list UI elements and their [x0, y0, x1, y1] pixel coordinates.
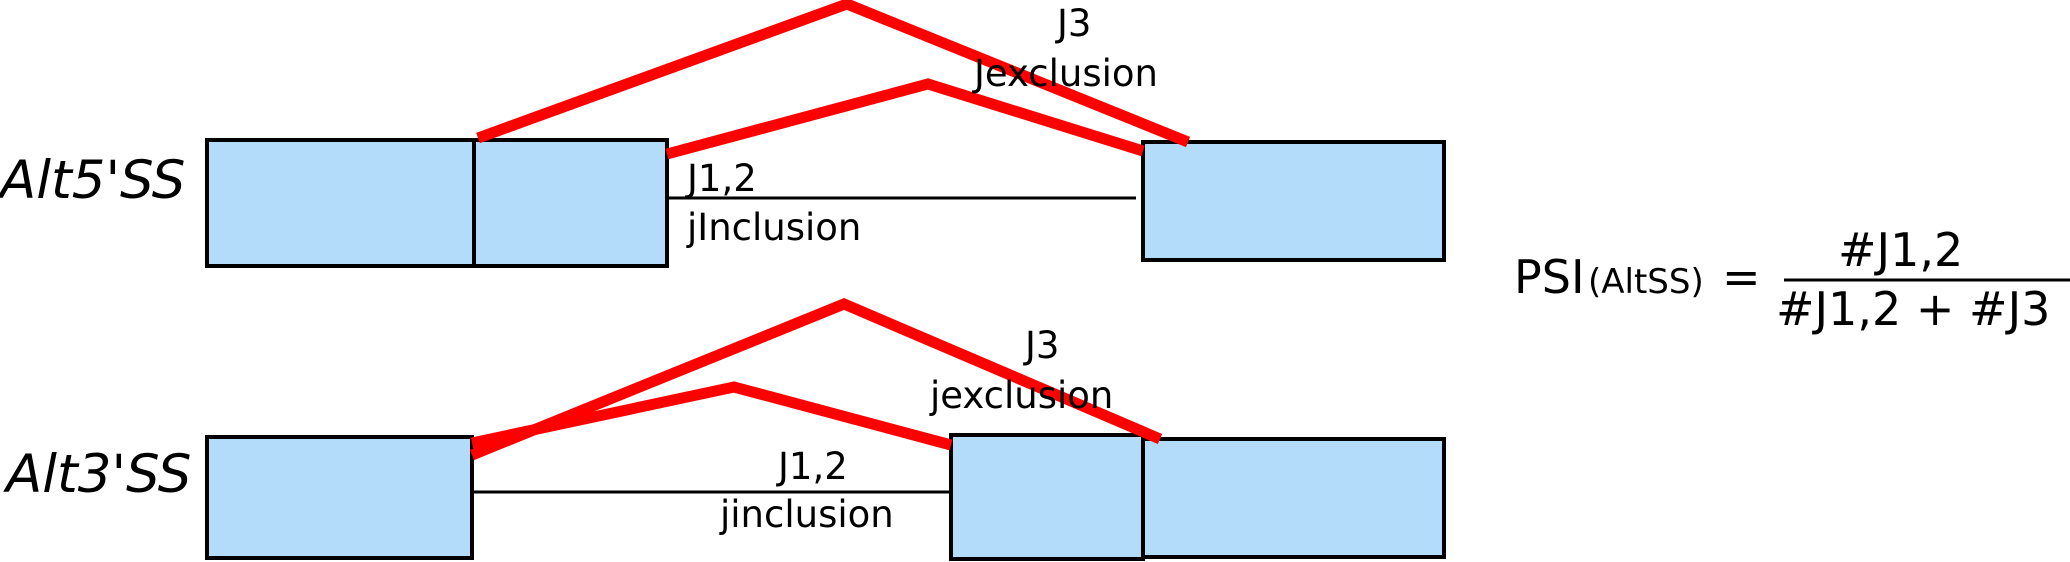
formula-numerator: #J1,2 [1838, 223, 1963, 277]
alt3-j3-label: J3 [1023, 324, 1059, 367]
alt3-inclusion-label: jinclusion [719, 493, 894, 536]
formula-lhs-subscript: (AltSS) [1588, 262, 1704, 302]
alt5-label: Alt5'SS [0, 150, 185, 211]
alt5-upstream-exon-constitutive [205, 138, 476, 268]
alt5-j3-label: J3 [1055, 2, 1091, 45]
alt5-upstream-exon-extension [472, 138, 669, 268]
psi-formula: PSI (AltSS) = #J1,2 #J1,2 + #J3 [1514, 223, 2070, 336]
formula-lhs-main: PSI [1514, 250, 1585, 304]
alt3-downstream-exon-extension [949, 433, 1145, 561]
alt5-j12-inclusion-arc [665, 78, 1145, 160]
formula-equals: = [1722, 250, 1761, 304]
alt5-j12-label: J1,2 [685, 157, 757, 200]
alt5-exclusion-label: Jexclusion [972, 52, 1158, 95]
alt3-j12-inclusion-arc [470, 381, 953, 451]
alt5-group: Alt5'SS J3 Jexclusion J1,2 jInclusion [0, 0, 1446, 268]
alt3-label: Alt3'SS [3, 444, 191, 505]
alt3-j12-label: J1,2 [776, 445, 848, 488]
alt5-downstream-exon [1141, 140, 1446, 262]
alt3-downstream-exon-constitutive [1141, 437, 1446, 559]
alt3-upstream-exon [205, 435, 474, 560]
alt5-inclusion-label: jInclusion [686, 206, 861, 249]
formula-denominator: #J1,2 + #J3 [1776, 282, 2050, 336]
alt3-group: Alt3'SS J3 jexclusion J1,2 jinclusion [3, 298, 1446, 561]
alt5-j3-exclusion-arc [476, 0, 1191, 148]
alt3-exclusion-label: jexclusion [929, 374, 1113, 417]
alt3-j3-exclusion-arc [469, 298, 1163, 461]
